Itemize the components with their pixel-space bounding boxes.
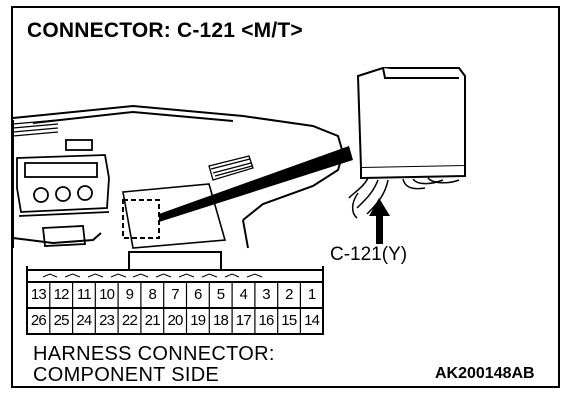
pin-number: 21 <box>144 312 161 329</box>
ecu-module <box>356 67 466 180</box>
pin-number: 11 <box>76 286 92 303</box>
wire-bundle <box>348 177 460 219</box>
pin-number: 10 <box>99 286 115 303</box>
pin-number: 4 <box>239 286 248 303</box>
pin-number: 14 <box>304 312 320 329</box>
pin-number: 17 <box>235 312 252 329</box>
pin-number: 8 <box>148 286 156 303</box>
pin-number: 20 <box>167 312 183 329</box>
pin-number: 15 <box>281 312 297 329</box>
center-console <box>16 154 110 247</box>
pin-number: 25 <box>53 312 70 329</box>
pin-number: 2 <box>285 286 293 303</box>
pointer-arrow <box>369 198 390 244</box>
pin-grid <box>49 282 301 334</box>
dash-vent <box>13 119 59 137</box>
pointer-wedge <box>159 146 353 222</box>
pin-number: 26 <box>30 312 47 329</box>
lower-panel <box>122 183 227 249</box>
connector-housing <box>26 251 324 335</box>
pin-number: 19 <box>190 312 206 329</box>
dashboard-illustration <box>13 67 466 335</box>
pin-number: 9 <box>125 286 134 303</box>
diagram-title: CONNECTOR: C-121 <M/T> <box>27 19 303 42</box>
pin-number: 3 <box>262 286 270 303</box>
harness-label-line2: COMPONENT SIDE <box>33 364 220 386</box>
side-vent <box>208 155 254 181</box>
pin-number: 13 <box>30 286 47 303</box>
location-box <box>122 199 160 239</box>
upper-vent <box>65 139 93 151</box>
pin-number: 7 <box>171 286 179 303</box>
pin-number: 18 <box>212 312 229 329</box>
pin-number: 24 <box>76 312 92 329</box>
connector-label: C-121(Y) <box>330 244 408 265</box>
pin-number: 16 <box>258 312 275 329</box>
pin-number: 23 <box>99 312 115 329</box>
pin-number: 5 <box>216 286 225 303</box>
pin-number: 6 <box>193 286 202 303</box>
pin-number: 1 <box>307 286 316 303</box>
dashboard-outline <box>13 104 345 249</box>
pin-number: 22 <box>121 312 138 329</box>
pin-number: 12 <box>53 286 70 303</box>
pin-hood-marks <box>42 273 263 278</box>
diagram-frame: CONNECTOR: C-121 <M/T> <box>11 6 560 388</box>
figure-code: AK200148AB <box>435 365 535 382</box>
harness-label-line1: HARNESS CONNECTOR: <box>33 343 275 365</box>
